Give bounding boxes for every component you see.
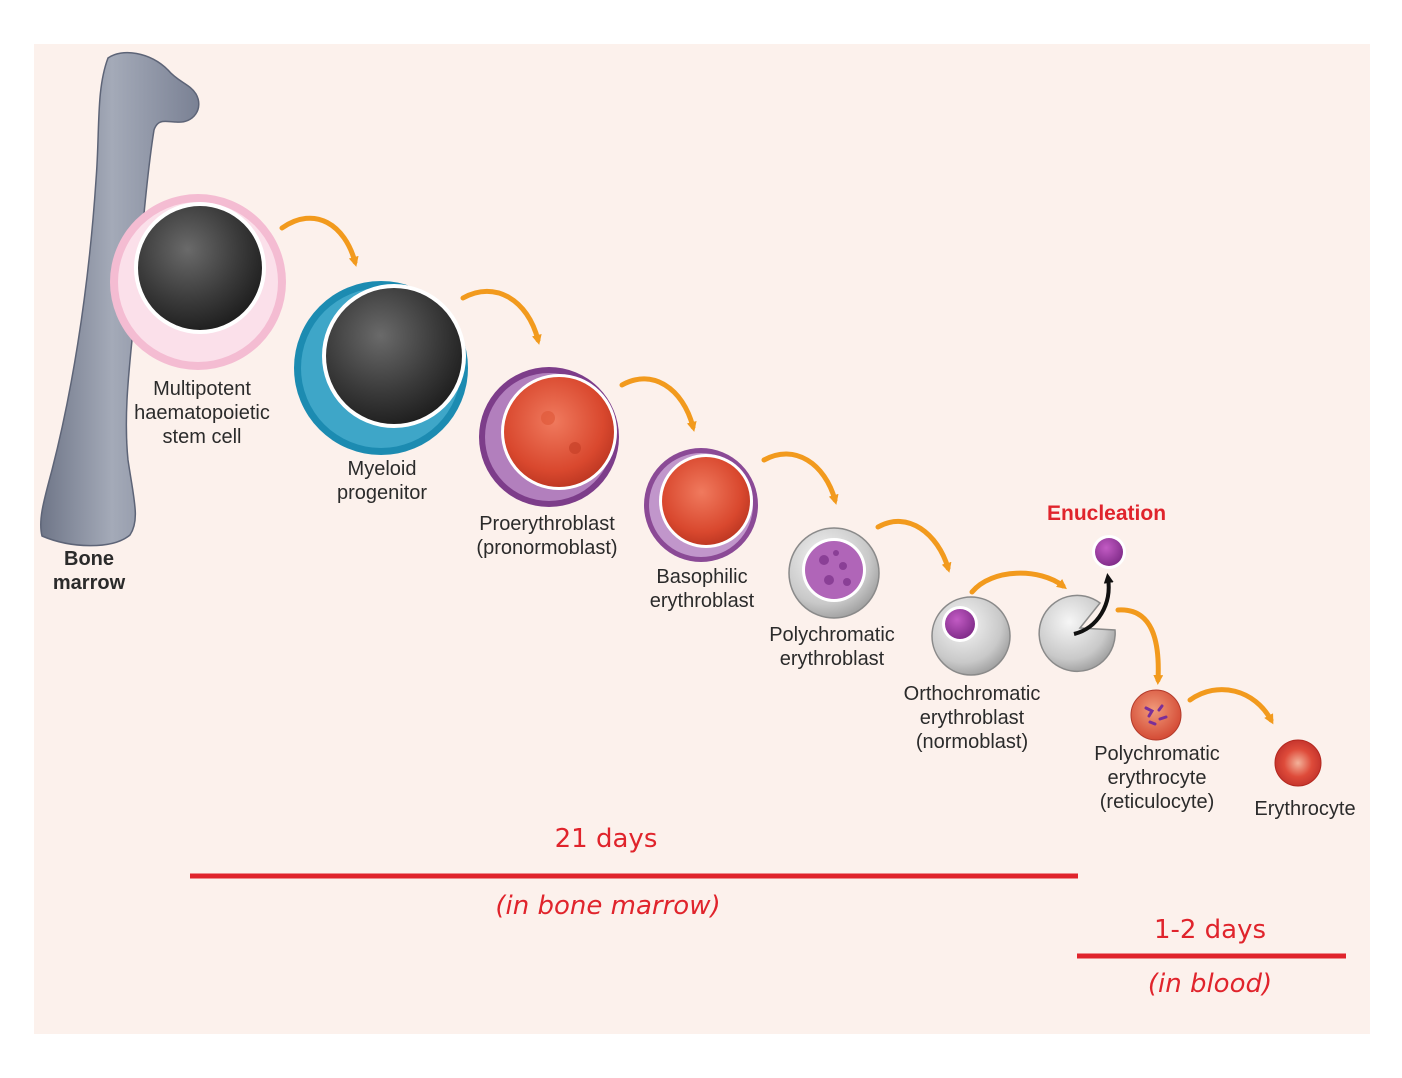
arrow-myeloid-to-proery [460,288,542,345]
basophilic-erythroblast-cell [644,448,758,562]
label-proerythroblast: Proerythroblast(pronormoblast) [476,513,618,559]
blood-location: (in blood) [1147,969,1273,999]
arrow-ortho-to-enuc [969,570,1067,595]
enucleating-cell [1038,535,1126,673]
polychromatic-erythroblast-cell [788,527,880,619]
arrow-poly-to-ortho [875,519,952,573]
marrow-duration: 21 days [554,824,658,854]
arrow-reti-to-eryth [1187,687,1274,725]
arrow-stem-to-myeloid [279,215,359,267]
erythrocyte-cell [1274,739,1322,787]
marrow-location: (in bone marrow) [495,891,721,921]
progression-arrows [279,215,1274,725]
arrow-enuc-to-reti [1115,607,1164,685]
blood-duration: 1-2 days [1153,915,1267,945]
myeloid-progenitor-cell [294,281,468,455]
reticulocyte-cell [1130,689,1182,741]
arrow-proery-to-baso [619,376,697,432]
orthochromatic-erythroblast-cell [931,596,1011,676]
label-erythrocyte: Erythrocyte [1254,798,1356,820]
arrow-baso-to-poly [761,451,839,505]
proerythroblast-cell [479,367,619,507]
label-enucleation: Enucleation [1047,502,1167,525]
stem-cell [110,194,286,370]
